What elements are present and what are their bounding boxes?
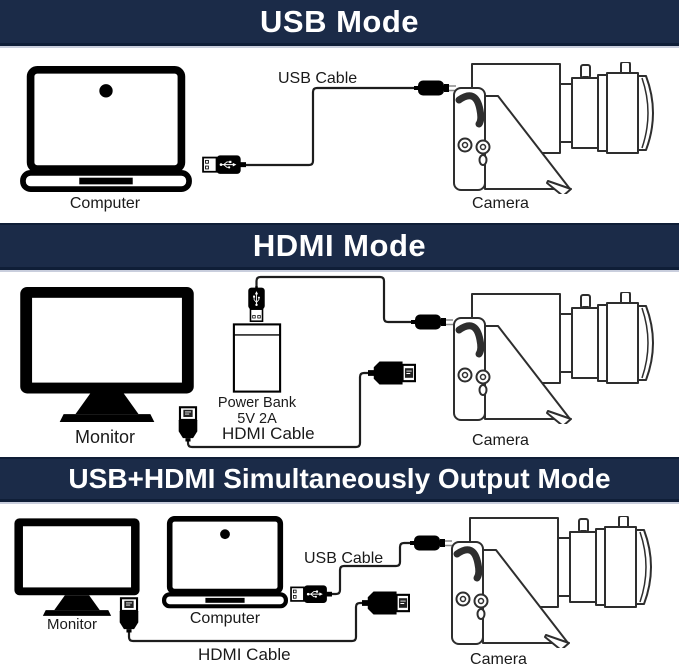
micro-usb-plug-icon xyxy=(414,79,456,97)
usb-hdmi-mode-header: USB+HDMI Simultaneously Output Mode xyxy=(0,457,679,502)
camera-label: Camera xyxy=(472,195,529,212)
usb-hdmi-mode-diagram: Monitor Computer USB Cable HDMI Cable Ca… xyxy=(0,504,679,668)
usb-mode-diagram: USB Cable Computer Camera xyxy=(0,48,679,223)
micro-usb-plug-icon xyxy=(411,313,453,331)
hdmi-cable-line xyxy=(186,371,372,449)
laptop-icon xyxy=(164,519,286,607)
usb-mode-title: USB Mode xyxy=(260,3,419,39)
micro-usb-plug-icon xyxy=(410,534,452,552)
usb-hdmi-mode-title: USB+HDMI Simultaneously Output Mode xyxy=(68,463,611,494)
power-bank-icon xyxy=(232,323,282,393)
monitor-label: Monitor xyxy=(46,616,98,633)
monitor-label: Monitor xyxy=(74,427,136,447)
header-separator xyxy=(0,46,679,48)
hdmi-plug-icon xyxy=(362,590,410,616)
hdmi-cable-label: HDMI Cable xyxy=(222,424,315,443)
hdmi-plug-icon xyxy=(368,360,416,386)
usb-cable-line xyxy=(330,541,414,596)
power-bank-label: Power Bank xyxy=(217,395,297,411)
usb-cable-label: USB Cable xyxy=(304,550,384,567)
hdmi-mode-section: HDMI Mode Monitor Power Bank 5V 2A HDMI … xyxy=(0,223,679,457)
usb-a-plug-icon xyxy=(248,286,264,321)
hdmi-mode-diagram: Monitor Power Bank 5V 2A HDMI Cable Came… xyxy=(0,272,679,457)
hdmi-cable-label: HDMI Cable xyxy=(198,645,291,664)
power-bank-spec-label: 5V 2A xyxy=(237,411,277,427)
hdmi-cable-line xyxy=(127,601,366,643)
hdmi-mode-title: HDMI Mode xyxy=(252,228,427,263)
header-separator xyxy=(0,502,679,504)
usb-a-plug-icon xyxy=(291,585,332,603)
power-cable-line xyxy=(255,275,415,324)
cctv-camera-icon xyxy=(452,516,651,650)
hdmi-mode-header: HDMI Mode xyxy=(0,223,679,270)
usb-mode-art xyxy=(0,48,679,223)
usb-mode-header: USB Mode xyxy=(0,0,679,46)
computer-label: Computer xyxy=(189,610,261,627)
laptop-icon xyxy=(23,70,189,189)
usb-a-plug-icon xyxy=(203,155,246,173)
header-separator xyxy=(0,270,679,272)
cctv-camera-icon xyxy=(454,292,653,426)
usb-hdmi-mode-section: USB+HDMI Simultaneously Output Mode Moni… xyxy=(0,457,679,668)
usb-cable-line xyxy=(244,86,418,167)
hdmi-plug-icon xyxy=(177,406,199,442)
camera-label: Camera xyxy=(472,432,529,449)
monitor-icon xyxy=(20,286,194,423)
computer-label: Computer xyxy=(69,195,141,212)
usb-mode-section: USB Mode USB Cable Computer Camera xyxy=(0,0,679,223)
camera-label: Camera xyxy=(470,651,527,668)
hdmi-mode-art xyxy=(20,275,679,449)
cctv-camera-icon xyxy=(454,62,653,196)
usb-hdmi-mode-art xyxy=(14,504,679,668)
usb-cable-label: USB Cable xyxy=(278,70,358,87)
